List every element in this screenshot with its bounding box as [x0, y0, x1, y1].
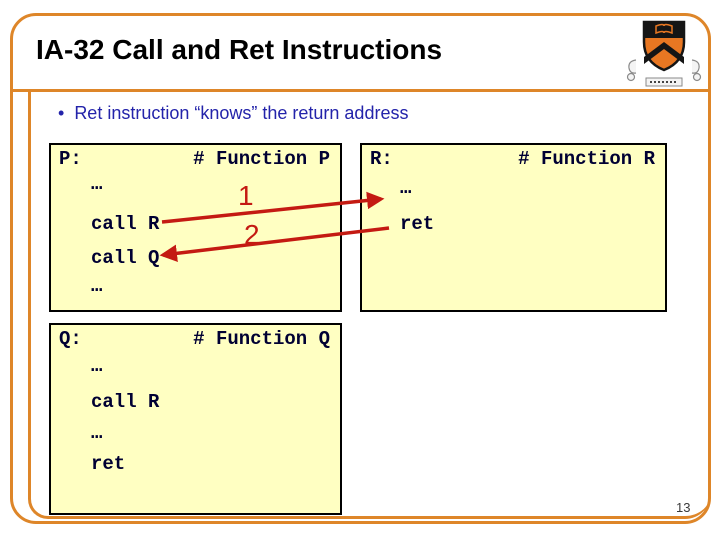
function-q-label: Q: [59, 328, 82, 350]
title-divider-line [10, 89, 711, 92]
function-p-box: P: # Function P … call R call Q … [49, 143, 342, 312]
bullet-marker: • [58, 103, 65, 123]
code-line-ret: ret [91, 453, 126, 475]
page-title: IA-32 Call and Ret Instructions [36, 34, 443, 65]
page-number: 13 [676, 500, 691, 515]
function-r-header: R: # Function R [370, 148, 655, 170]
code-line-ret: ret [400, 213, 435, 235]
code-line: … [400, 177, 412, 199]
code-line: … [91, 422, 103, 444]
function-p-label: P: [59, 148, 82, 170]
function-p-header: P: # Function P [59, 148, 330, 170]
function-q-comment: # Function Q [193, 328, 330, 350]
code-line: … [91, 275, 103, 297]
function-r-label: R: [370, 148, 393, 170]
function-r-box: R: # Function R … ret [360, 143, 667, 312]
slide-outer-frame [10, 13, 711, 524]
code-line-call-r: call R [91, 391, 160, 413]
code-line: … [91, 355, 103, 377]
function-q-box: Q: # Function Q … call R … ret [49, 323, 342, 515]
function-p-comment: # Function P [193, 148, 330, 170]
code-line-call-r: call R [91, 213, 160, 235]
code-line-call-q: call Q [91, 247, 160, 269]
arrow-1-number: 1 [238, 180, 254, 211]
bullet-text: Ret instruction “knows” the return addre… [74, 103, 409, 123]
function-q-header: Q: # Function Q [59, 328, 330, 350]
arrow-2-number: 2 [244, 219, 260, 250]
princeton-shield-icon [626, 20, 702, 87]
code-line: … [91, 173, 103, 195]
bullet-line: • Ret instruction “knows” the return addr… [58, 103, 408, 124]
slide-inner-accent-frame [28, 91, 711, 519]
function-r-comment: # Function R [518, 148, 655, 170]
